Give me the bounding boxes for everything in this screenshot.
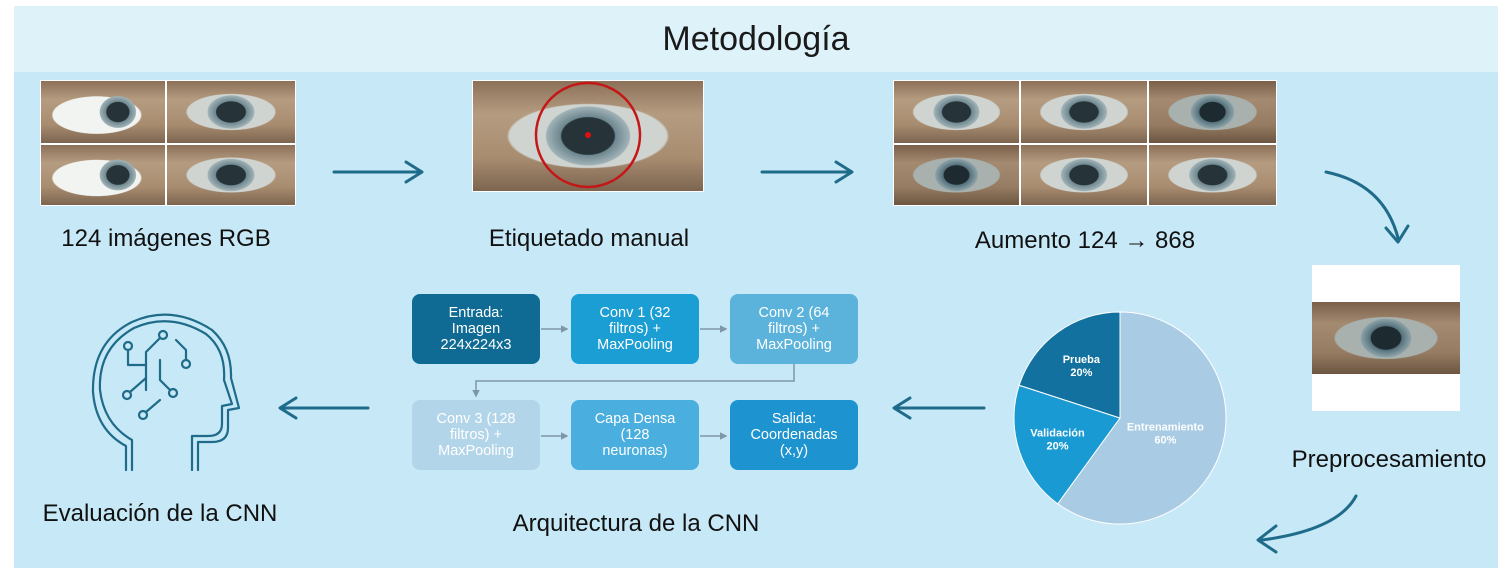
pie-label: Entrenamiento <box>1127 422 1204 434</box>
pie-value-label: 20% <box>1070 367 1092 379</box>
eye-photo <box>166 144 296 206</box>
pie-label: Prueba <box>1063 354 1101 366</box>
pie-label: Validación <box>1030 427 1085 439</box>
cnn-connector <box>472 364 795 398</box>
caption-rgb-images: 124 imágenes RGB <box>61 225 271 252</box>
caption-preprocessing: Preprocesamiento <box>1291 446 1487 473</box>
cnn-conv3-label: Conv 3 (128 filtros) + MaxPooling <box>436 411 516 459</box>
eye-photo <box>40 144 166 206</box>
title-bar: Metodología <box>14 6 1498 72</box>
cnn-output-node: Salida: Coordenadas (x,y) <box>730 400 858 470</box>
flow-arrow-5 <box>892 396 986 420</box>
cnn-input-label: Entrada: Imagen 224x224x3 <box>440 305 512 353</box>
eye-photo <box>893 144 1020 206</box>
cnn-conv1-node: Conv 1 (32 filtros) + MaxPooling <box>571 294 699 364</box>
pie-value-label: 60% <box>1154 435 1176 447</box>
caption-manual-labeling: Etiquetado manual <box>488 225 690 252</box>
cnn-conv1-label: Conv 1 (32 filtros) + MaxPooling <box>597 305 673 353</box>
caption-cnn-architecture: Arquitectura de la CNN <box>512 510 760 537</box>
eye-photo <box>1020 144 1148 206</box>
caption-augmentation: Aumento 124 → 868 <box>974 227 1196 254</box>
diagram-title: Metodología <box>662 19 850 58</box>
cnn-conv3-node: Conv 3 (128 filtros) + MaxPooling <box>412 400 540 470</box>
preprocessed-eye-photo <box>1312 302 1460 374</box>
label-center-point <box>585 132 591 138</box>
cnn-dense-label: Capa Densa (128 neuronas) <box>594 411 676 459</box>
pie-slice-entrenamiento <box>1056 311 1227 525</box>
eye-photo <box>893 80 1020 144</box>
cnn-conv2-node: Conv 2 (64 filtros) + MaxPooling <box>730 294 858 364</box>
pie-value-label: 20% <box>1046 440 1068 452</box>
flow-arrow-4 <box>1256 494 1358 554</box>
pie-slice-validación <box>1013 384 1121 505</box>
cnn-output-label: Salida: Coordenadas (x,y) <box>750 411 838 459</box>
pie-slice-prueba <box>1018 311 1121 419</box>
flow-arrow-3 <box>1324 170 1410 244</box>
flow-arrow-6 <box>278 396 370 420</box>
cnn-dense-node: Capa Densa (128 neuronas) <box>571 400 699 470</box>
flow-arrow-1 <box>332 160 424 184</box>
brain-head-icon <box>91 313 241 472</box>
eye-photo <box>40 80 166 144</box>
label-circle <box>534 81 642 189</box>
eye-photo <box>1148 144 1277 206</box>
caption-cnn-evaluation: Evaluación de la CNN <box>42 500 278 527</box>
eye-photo <box>1148 80 1277 144</box>
cnn-input-node: Entrada: Imagen 224x224x3 <box>412 294 540 364</box>
eye-photo <box>1020 80 1148 144</box>
flow-arrow-2 <box>760 160 854 184</box>
eye-photo <box>166 80 296 144</box>
cnn-conv2-label: Conv 2 (64 filtros) + MaxPooling <box>756 305 832 353</box>
